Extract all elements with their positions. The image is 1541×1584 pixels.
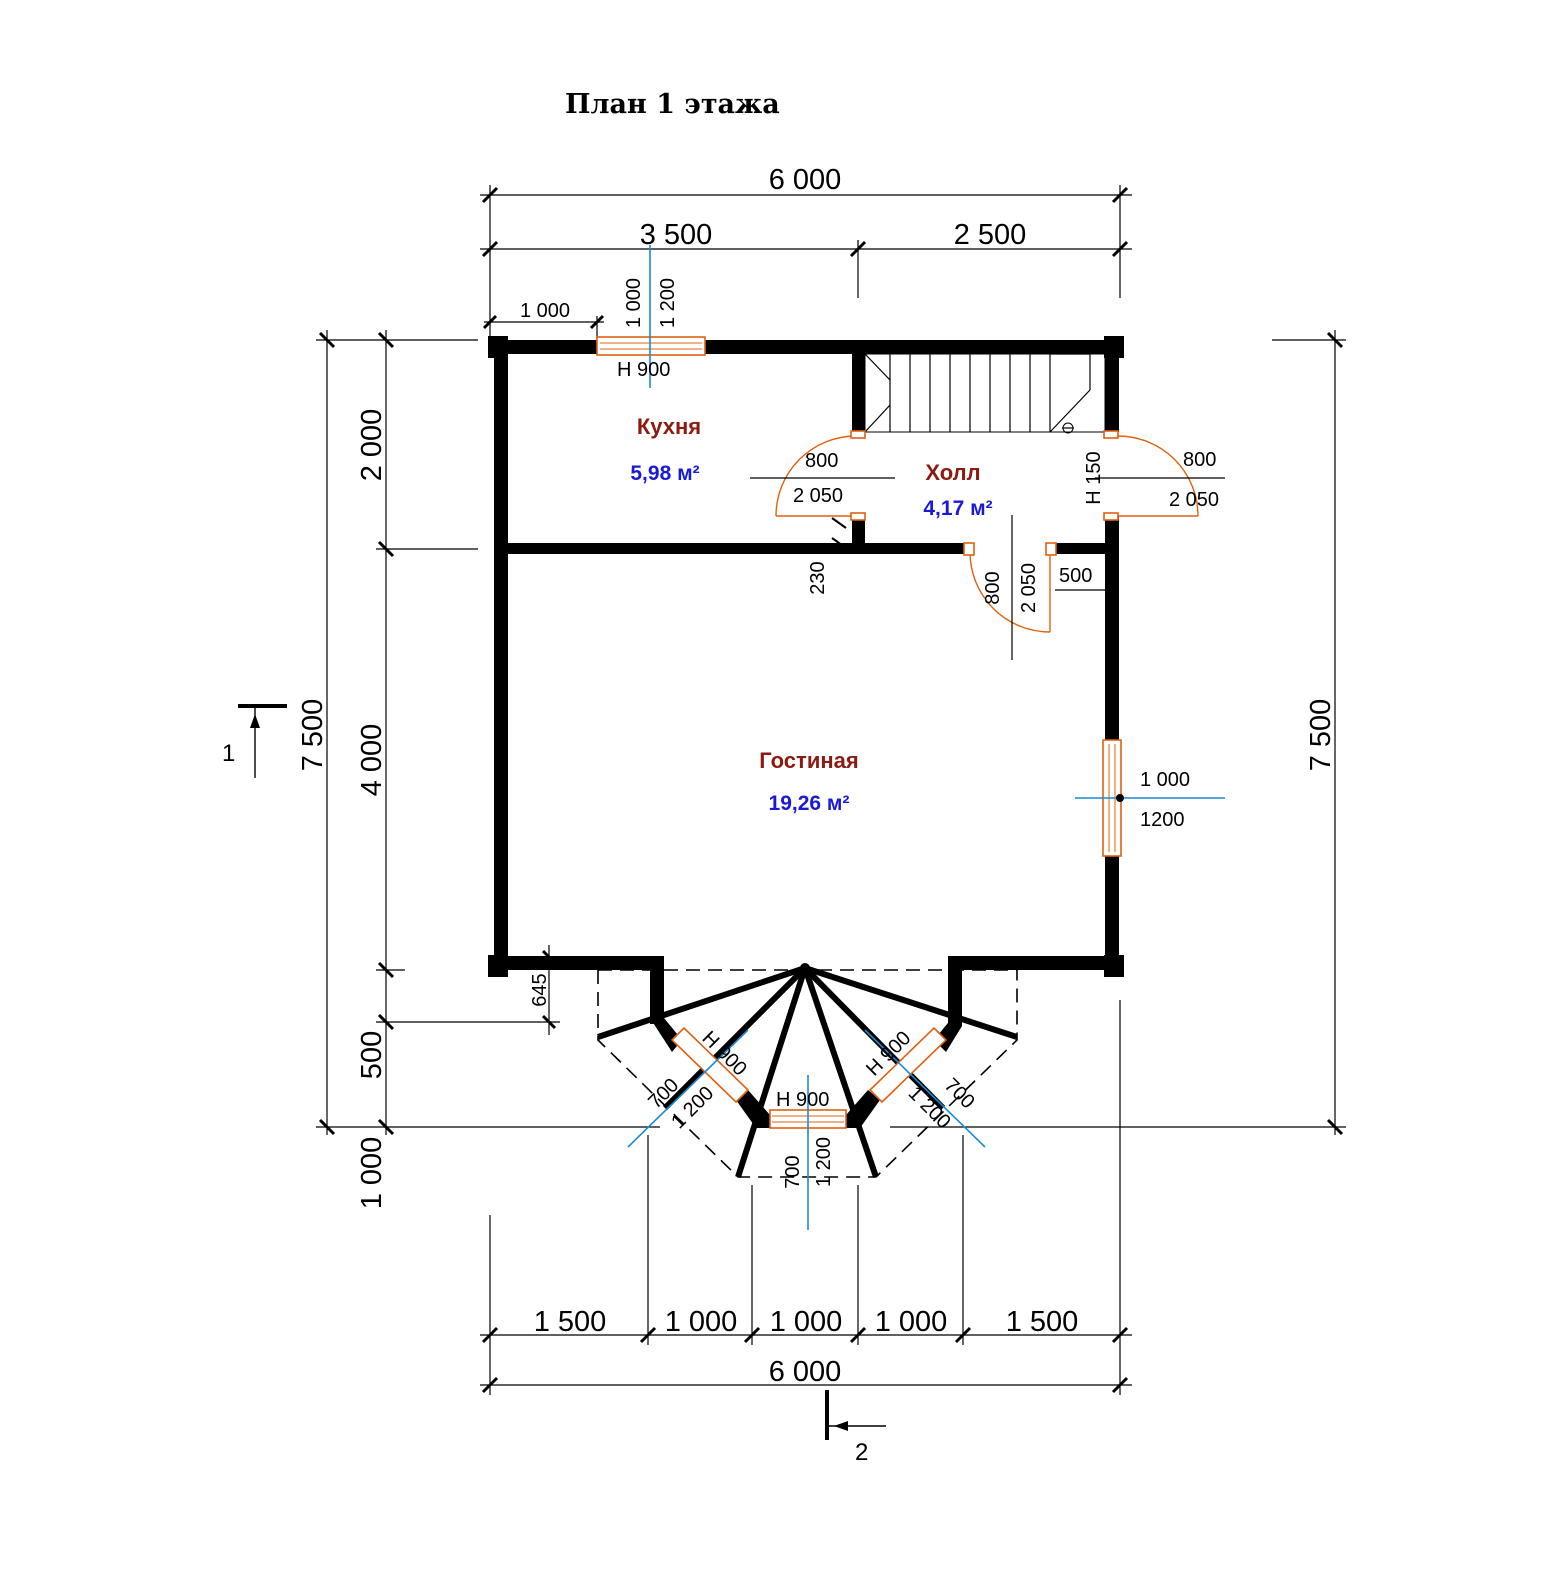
dim-bottom-seg5: 1 500: [1006, 1306, 1079, 1338]
dim-bay-depth: 645: [529, 973, 551, 1006]
dim-bottom-seg3: 1 000: [770, 1306, 843, 1338]
room-living-name: Гостиная: [759, 748, 858, 773]
staircase: [864, 353, 1106, 434]
dim-left-seg4: 1 000: [356, 1137, 388, 1210]
dim-top-left: 3 500: [640, 219, 713, 251]
walls: [488, 336, 1124, 1128]
living-window-height: 1200: [1140, 809, 1185, 831]
bottom-dimensions: 1 500 1 000 1 000 1 000 1 500 6 000: [480, 1000, 1132, 1395]
kitchen-window-width: 1 000: [623, 278, 645, 328]
section-1-label: 1: [222, 740, 235, 767]
dim-top-offset: 1 000: [520, 300, 570, 322]
hall-inner-door-width: 800: [982, 571, 1004, 604]
dim-left-seg3: 500: [356, 1031, 388, 1079]
entrance-door-height: 2 050: [1169, 489, 1219, 511]
dim-left-total: 7 500: [297, 699, 329, 772]
section-marker-1: 1: [222, 704, 287, 778]
kitchen-door-width: 800: [805, 450, 838, 472]
dim-bottom-seg2: 1 000: [665, 1306, 738, 1338]
kitchen-door: 800 2 050 230: [750, 430, 895, 595]
dim-right-total: 7 500: [1305, 699, 1337, 772]
hall-inner-door-height: 2 050: [1018, 563, 1040, 613]
kitchen-door-height: 2 050: [793, 485, 843, 507]
dim-bottom-total: 6 000: [769, 1356, 842, 1388]
room-kitchen-name: Кухня: [637, 414, 701, 439]
dim-top-right: 2 500: [954, 219, 1027, 251]
entrance-door-width: 800: [1183, 449, 1216, 471]
room-hall-area: 4,17 м²: [923, 497, 992, 520]
room-living-area: 19,26 м²: [769, 792, 850, 815]
dim-top-total: 6 000: [769, 164, 842, 196]
section-2-label: 2: [855, 1439, 868, 1466]
living-window-width: 1 000: [1140, 769, 1190, 791]
entrance-door: 800 2 050 Н 150: [1083, 430, 1225, 521]
bay-center-window-width: 700: [782, 1155, 804, 1188]
bay-center-window-height: 1 200: [813, 1137, 835, 1187]
kitchen-window-height: 1 200: [657, 278, 679, 328]
dim-bottom-seg4: 1 000: [875, 1306, 948, 1338]
room-kitchen-area: 5,98 м²: [630, 462, 699, 485]
room-hall-name: Холл: [925, 460, 980, 485]
right-dimensions: 7 500: [890, 330, 1346, 1136]
hall-inner-door: 800 2 050 500: [963, 515, 1105, 660]
dim-wall-offset: 230: [807, 561, 829, 594]
left-dimensions: 7 500 2 000 4 000 500 1 000 645: [297, 330, 660, 1209]
entrance-door-sill: Н 150: [1083, 451, 1105, 504]
kitchen-window-sill: Н 900: [617, 359, 670, 381]
section-marker-2: 2: [825, 1390, 886, 1466]
bay-center-window-sill: Н 900: [776, 1089, 829, 1111]
plan-title: План 1 этажа: [565, 89, 780, 120]
dim-partition-500: 500: [1059, 565, 1092, 587]
dim-bottom-seg1: 1 500: [534, 1306, 607, 1338]
dim-left-seg2: 4 000: [356, 724, 388, 797]
dim-left-seg1: 2 000: [356, 409, 388, 482]
kitchen-window: 1 000 1 200 Н 900: [596, 245, 706, 388]
top-dimensions: 6 000 3 500 2 500 1 000: [480, 164, 1132, 340]
living-window: 1 000 1200: [1075, 739, 1225, 857]
